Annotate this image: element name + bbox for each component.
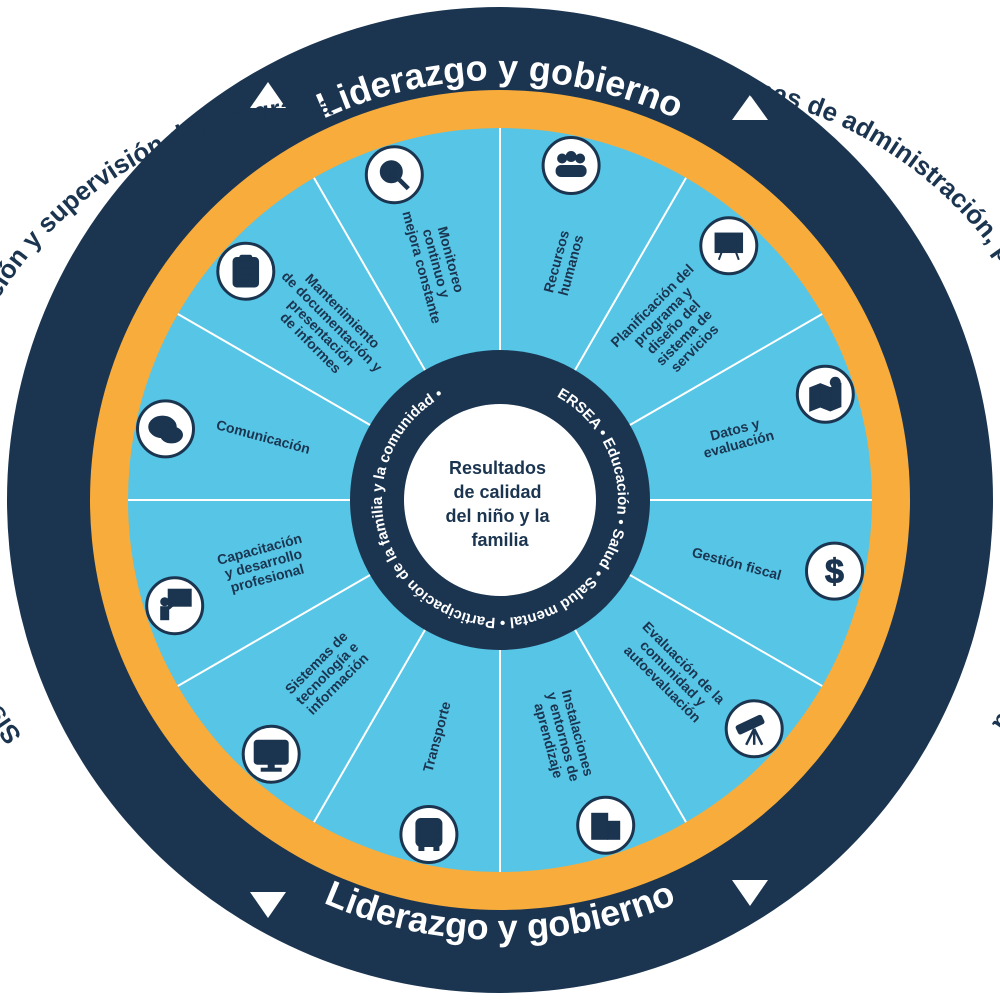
segment-divider bbox=[313, 177, 426, 371]
center-title: Resultados de calidad del niño y la fami… bbox=[445, 458, 554, 550]
building-icon bbox=[576, 795, 636, 855]
arrow-up-left-icon bbox=[250, 82, 286, 108]
speech-bubbles-icon bbox=[136, 399, 195, 459]
arrow-down-right-icon bbox=[732, 95, 768, 120]
dollar-icon: $ bbox=[805, 541, 864, 601]
segment-label: Instalacionesy entornos deaprendizaje bbox=[529, 686, 597, 787]
segment-divider bbox=[574, 629, 687, 823]
presentation-chart-icon bbox=[699, 216, 759, 276]
segment-dividers bbox=[128, 128, 872, 872]
monitor-icon bbox=[241, 724, 301, 784]
segment-divider bbox=[629, 313, 823, 426]
teacher-icon bbox=[145, 576, 205, 636]
magnifier-chart-icon bbox=[364, 145, 424, 205]
people-icon bbox=[541, 136, 601, 195]
segment-divider bbox=[629, 574, 823, 687]
arrow-down-left-icon bbox=[250, 892, 286, 918]
svg-text:$: $ bbox=[825, 553, 844, 591]
clipboard-icon bbox=[216, 241, 276, 301]
center-circle bbox=[404, 404, 596, 596]
map-pin-icon bbox=[795, 364, 855, 424]
bus-icon bbox=[399, 805, 459, 864]
segment-divider bbox=[574, 177, 687, 371]
arrow-up-right-icon bbox=[732, 880, 768, 906]
telescope-icon bbox=[724, 699, 784, 759]
segment-divider bbox=[177, 574, 371, 687]
icon-badge bbox=[805, 541, 864, 601]
segment-divider bbox=[313, 629, 426, 823]
segment-divider bbox=[177, 313, 371, 426]
